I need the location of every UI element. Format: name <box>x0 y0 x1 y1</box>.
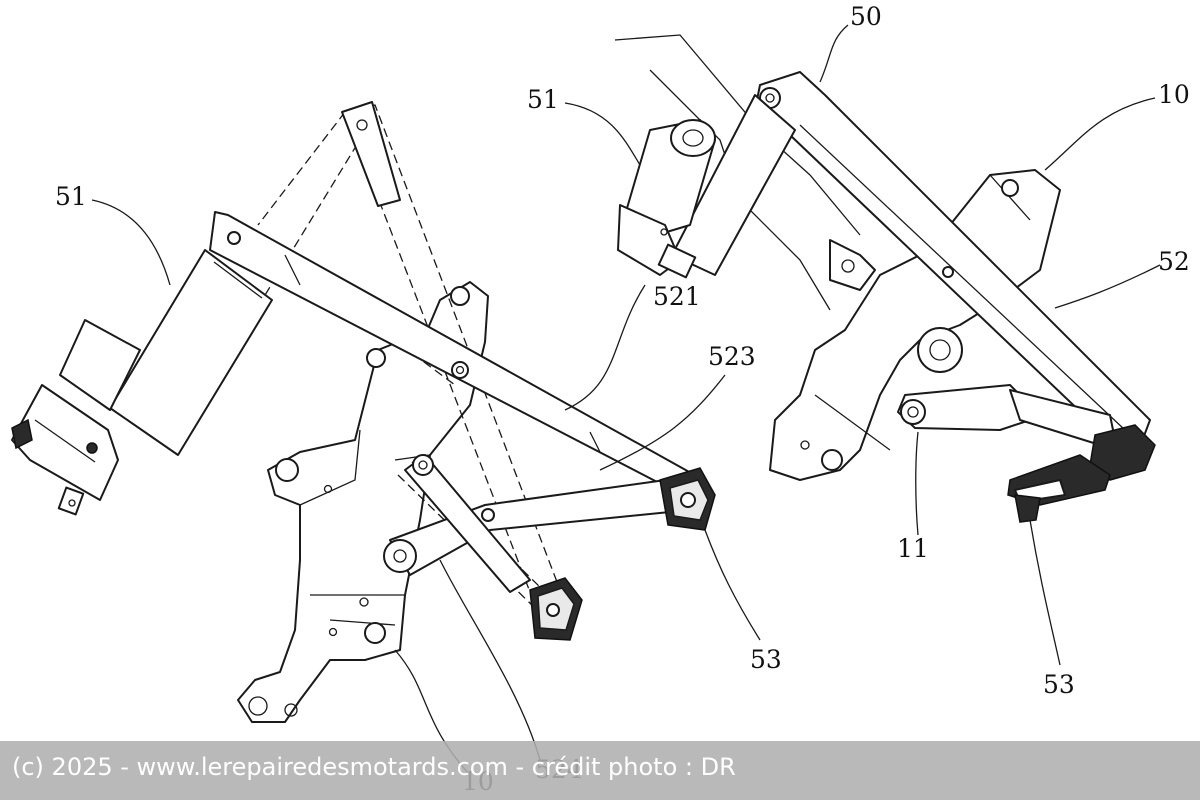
right-figure <box>615 35 1155 522</box>
actuator-51-top <box>618 95 795 277</box>
footpeg-53-upper <box>660 468 715 530</box>
upper-link <box>342 102 400 206</box>
label-53-right: 53 <box>1043 670 1075 699</box>
watermark-text: (c) 2025 - www.lerepairedesmotards.com -… <box>12 753 736 781</box>
watermark-banner: (c) 2025 - www.lerepairedesmotards.com -… <box>0 741 1200 800</box>
label-52: 52 <box>1158 247 1190 276</box>
label-11: 11 <box>897 534 929 563</box>
left-figure <box>12 102 715 722</box>
label-523: 523 <box>708 342 756 371</box>
label-521: 521 <box>653 282 701 311</box>
label-51-top: 51 <box>527 85 559 114</box>
footpeg-53-lower <box>530 578 582 640</box>
label-50: 50 <box>850 2 882 31</box>
label-10-right: 10 <box>1158 80 1190 109</box>
label-51-left: 51 <box>55 182 87 211</box>
actuator-51-left <box>12 250 272 514</box>
label-53-mid: 53 <box>750 645 782 674</box>
